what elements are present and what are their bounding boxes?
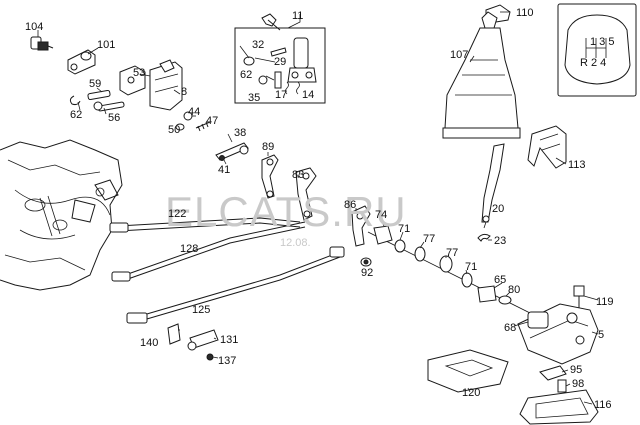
part-20-lever [481, 143, 505, 223]
callout-128: 128 [180, 243, 198, 255]
callout-62a: 62 [240, 69, 252, 81]
selector-assembly [69, 59, 183, 112]
callout-137: 137 [218, 355, 236, 367]
callout-8: 8 [181, 86, 187, 98]
callout-38: 38 [234, 127, 246, 139]
callout-68: 68 [504, 322, 516, 334]
callout-23: 23 [494, 235, 506, 247]
callout-77b: 77 [446, 247, 458, 259]
callout-83: 83 [292, 169, 304, 181]
shaft-components [360, 225, 541, 319]
callout-92: 92 [361, 267, 373, 279]
callout-101: 101 [97, 39, 115, 51]
callout-71b: 71 [465, 261, 477, 273]
callout-89: 89 [262, 141, 274, 153]
shift-housing-5 [517, 285, 599, 365]
callout-62b: 62 [70, 109, 82, 121]
callout-74: 74 [375, 209, 387, 221]
callout-56: 56 [108, 112, 120, 124]
callout-29: 29 [274, 56, 286, 68]
callout-20: 20 [492, 203, 504, 215]
kit-11-box [234, 13, 326, 104]
small-hardware [175, 111, 249, 161]
shift-pattern-bottom-label: R 2 4 [580, 57, 606, 69]
shift-pattern-panel: 1 3 5 R 2 4 [557, 3, 637, 97]
callout-47: 47 [206, 115, 218, 127]
watermark: ELCATS.RU 12.08. [165, 188, 407, 249]
cable-end-parts [167, 323, 219, 361]
callout-labels: 104 101 11 32 29 62 35 17 14 110 107 59 … [25, 7, 614, 411]
part-113-bracket [527, 125, 567, 169]
callout-120: 120 [462, 387, 480, 399]
callout-17: 17 [275, 89, 287, 101]
callout-44: 44 [188, 106, 200, 118]
callout-53: 53 [133, 67, 145, 79]
callout-86: 86 [344, 199, 356, 211]
leader-lines [37, 11, 599, 405]
callout-95: 95 [570, 364, 582, 376]
part-101-housing [67, 49, 96, 75]
callout-77a: 77 [423, 233, 435, 245]
callout-113: 113 [568, 159, 586, 171]
callout-98: 98 [572, 378, 584, 390]
watermark-text: ELCATS.RU [165, 188, 407, 235]
part-116-gasket [519, 389, 599, 425]
lever-83 [295, 167, 317, 221]
callout-107: 107 [450, 49, 468, 61]
part-104-plug [30, 36, 54, 51]
callout-32: 32 [252, 39, 264, 51]
callout-59: 59 [89, 78, 101, 90]
callout-122: 122 [168, 208, 186, 220]
callout-140: 140 [140, 337, 158, 349]
callout-131: 131 [220, 334, 238, 346]
rod-128 [111, 221, 306, 282]
callout-5: 5 [598, 329, 604, 341]
callout-116: 116 [594, 399, 612, 411]
callout-41: 41 [218, 164, 230, 176]
part-120-plate [427, 349, 509, 393]
rod-125 [126, 246, 345, 324]
part-107-boot [442, 27, 521, 139]
shift-pattern-top-label: 1 3 5 [590, 36, 614, 48]
transmission-housing [0, 139, 123, 291]
callout-110: 110 [516, 7, 534, 19]
callout-50: 50 [168, 124, 180, 136]
callout-11: 11 [292, 10, 303, 22]
callout-104: 104 [25, 21, 43, 33]
callout-125: 125 [192, 304, 210, 316]
watermark-date: 12.08. [280, 237, 311, 249]
part-95-98-hardware [539, 365, 567, 393]
callout-71a: 71 [398, 223, 410, 235]
part-110-knob [481, 4, 511, 29]
callout-65: 65 [494, 274, 506, 286]
callout-80: 80 [508, 284, 520, 296]
lever-86 [351, 205, 371, 247]
part-23-clip [477, 233, 491, 242]
callout-35: 35 [248, 92, 260, 104]
lever-89 [261, 154, 279, 199]
callout-14: 14 [302, 89, 314, 101]
callout-119: 119 [596, 296, 614, 308]
